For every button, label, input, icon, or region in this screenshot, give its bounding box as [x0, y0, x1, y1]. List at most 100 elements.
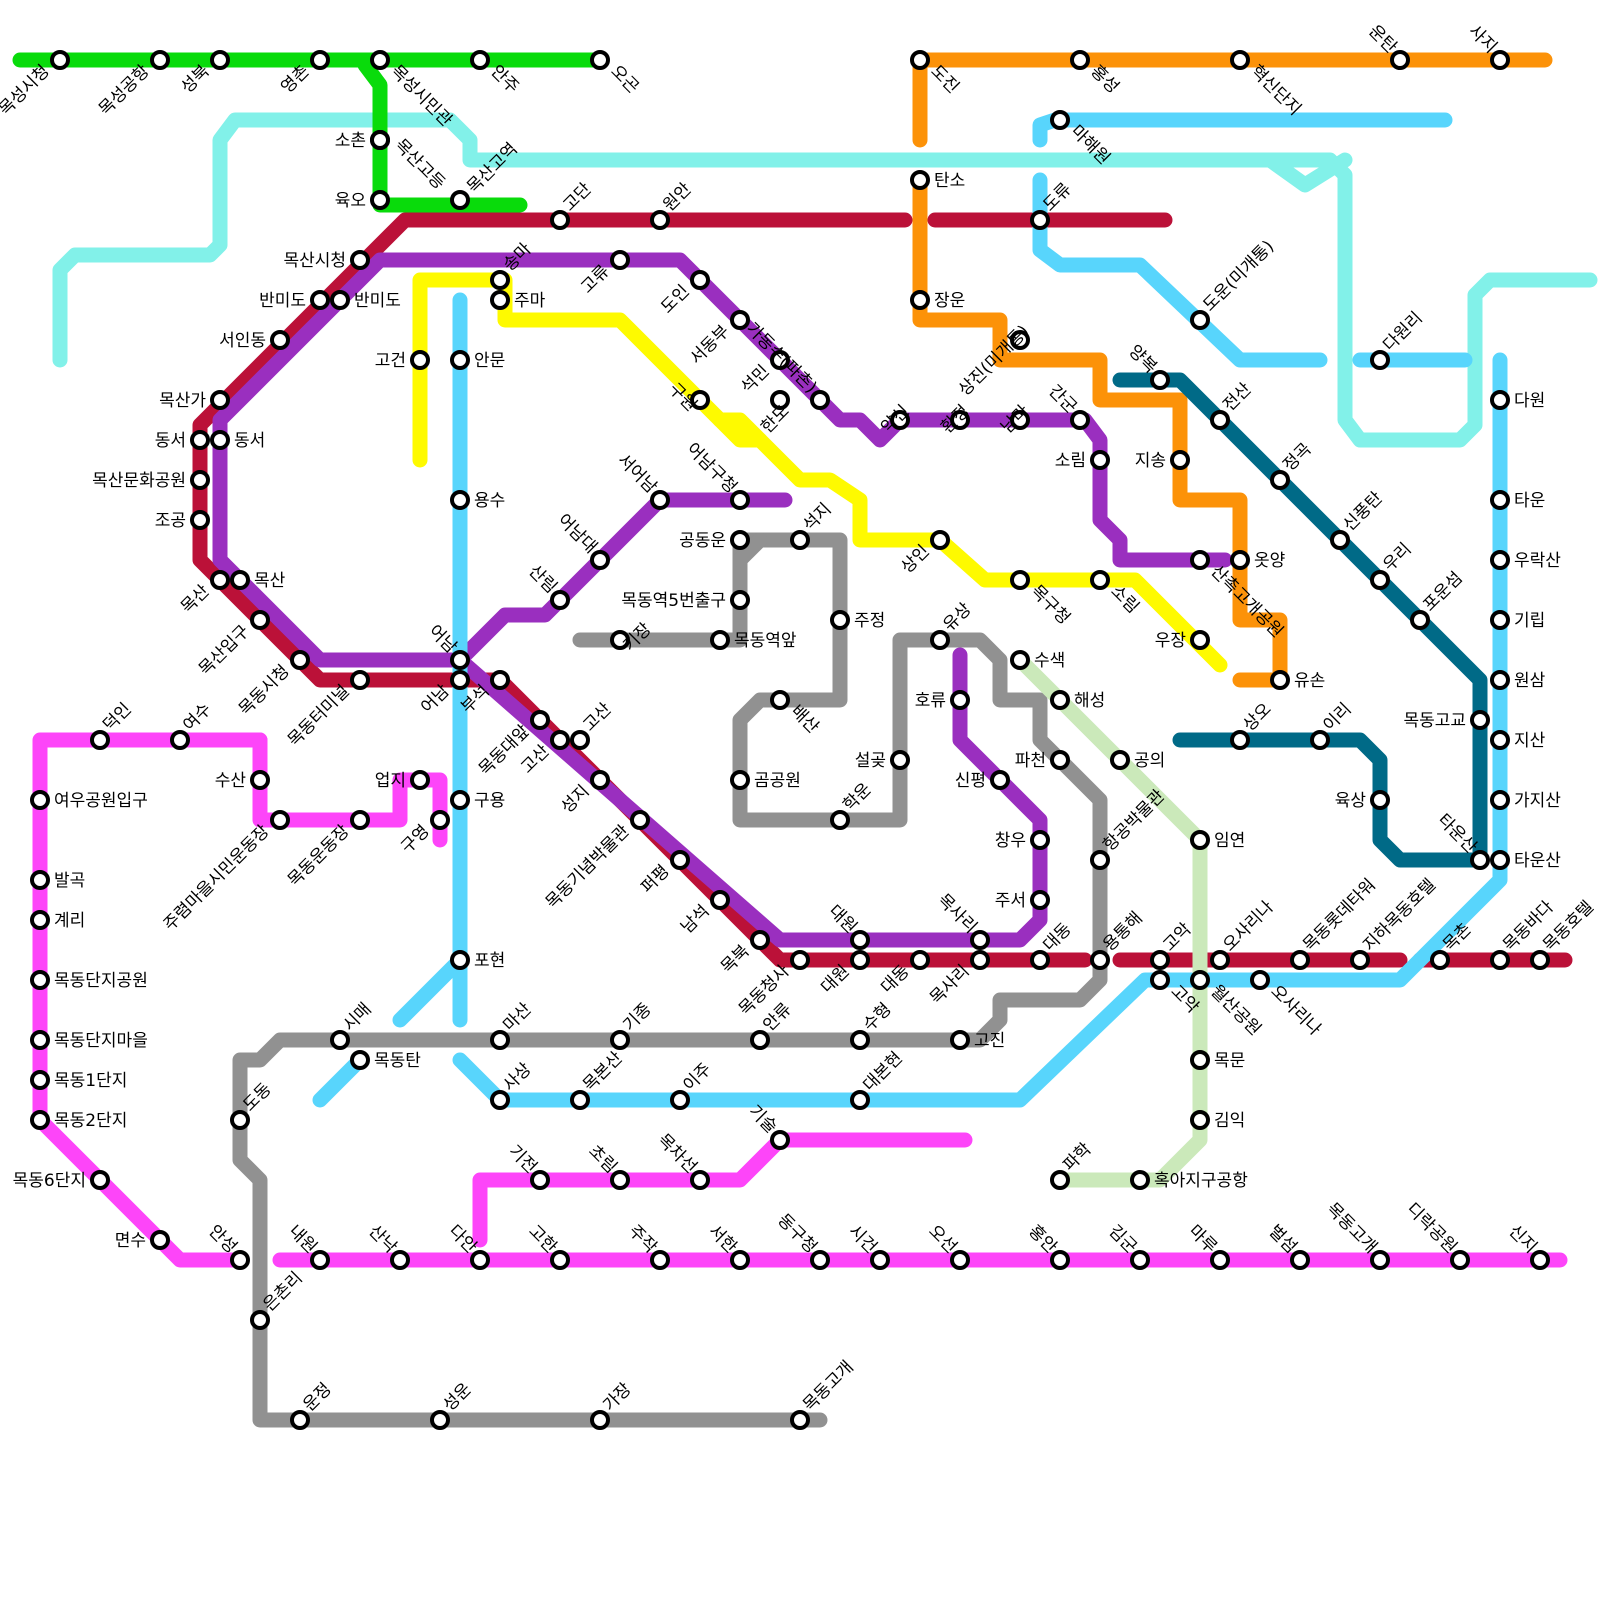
station-marker-a1[interactable]: [52, 52, 68, 68]
station-marker-c10[interactable]: [192, 472, 208, 488]
station-marker-r11[interactable]: [1132, 1252, 1148, 1268]
station-marker-f7[interactable]: [772, 692, 788, 708]
station-marker-g7[interactable]: [912, 292, 928, 308]
station-marker-i8[interactable]: [1312, 732, 1328, 748]
station-marker-q1[interactable]: [772, 1132, 788, 1148]
station-marker-i5[interactable]: [1372, 572, 1388, 588]
station-marker-m10[interactable]: [32, 912, 48, 928]
station-marker-r10[interactable]: [1052, 1252, 1068, 1268]
station-marker-f8[interactable]: [732, 772, 748, 788]
station-marker-c3[interactable]: [352, 252, 368, 268]
station-marker-k25[interactable]: [1532, 952, 1548, 968]
station-marker-r1[interactable]: [312, 1252, 328, 1268]
station-marker-c8[interactable]: [192, 432, 208, 448]
station-marker-m13[interactable]: [32, 1072, 48, 1088]
station-marker-d3[interactable]: [352, 672, 368, 688]
station-marker-m7[interactable]: [412, 772, 428, 788]
station-marker-r12[interactable]: [1212, 1252, 1228, 1268]
station-marker-m4[interactable]: [252, 772, 268, 788]
station-marker-k12[interactable]: [912, 952, 928, 968]
station-marker-d5[interactable]: [452, 672, 468, 688]
station-marker-h9[interactable]: [1492, 672, 1508, 688]
station-marker-i2[interactable]: [1212, 412, 1228, 428]
station-marker-d1[interactable]: [252, 612, 268, 628]
station-marker-k23[interactable]: [1432, 952, 1448, 968]
station-marker-k18[interactable]: [1152, 972, 1168, 988]
station-marker-p3[interactable]: [672, 1092, 688, 1108]
station-marker-k10[interactable]: [852, 932, 868, 948]
station-marker-h1[interactable]: [1052, 112, 1068, 128]
station-marker-p1[interactable]: [492, 1092, 508, 1108]
station-marker-m14[interactable]: [32, 1112, 48, 1128]
station-marker-r13[interactable]: [1292, 1252, 1308, 1268]
station-marker-m1[interactable]: [92, 732, 108, 748]
station-marker-c5[interactable]: [332, 292, 348, 308]
station-marker-f14[interactable]: [1052, 752, 1068, 768]
station-marker-e11[interactable]: [732, 492, 748, 508]
station-marker-h4[interactable]: [1372, 352, 1388, 368]
station-marker-e12[interactable]: [652, 492, 668, 508]
station-marker-l2[interactable]: [1192, 1052, 1208, 1068]
station-marker-c4[interactable]: [312, 292, 328, 308]
station-marker-i10[interactable]: [1372, 792, 1388, 808]
station-marker-g2[interactable]: [1072, 52, 1088, 68]
station-marker-e7[interactable]: [692, 272, 708, 288]
station-marker-e3[interactable]: [412, 352, 428, 368]
station-marker-g1[interactable]: [912, 52, 928, 68]
station-marker-f16[interactable]: [1032, 892, 1048, 908]
station-marker-k20[interactable]: [1252, 972, 1268, 988]
station-marker-r16[interactable]: [1532, 1252, 1548, 1268]
station-marker-f11[interactable]: [932, 632, 948, 648]
station-marker-m16[interactable]: [152, 1232, 168, 1248]
station-marker-k3[interactable]: [552, 732, 568, 748]
station-marker-n2[interactable]: [452, 952, 468, 968]
station-marker-e23[interactable]: [1012, 572, 1028, 588]
station-marker-k17[interactable]: [1152, 952, 1168, 968]
station-marker-k19[interactable]: [1212, 952, 1228, 968]
station-marker-f10[interactable]: [892, 752, 908, 768]
station-marker-d4[interactable]: [452, 652, 468, 668]
station-marker-k11[interactable]: [852, 952, 868, 968]
station-marker-b3[interactable]: [372, 192, 388, 208]
station-marker-d2[interactable]: [292, 652, 308, 668]
station-marker-i6[interactable]: [1412, 612, 1428, 628]
station-marker-e14[interactable]: [552, 592, 568, 608]
station-marker-k21[interactable]: [1292, 952, 1308, 968]
station-marker-c1[interactable]: [552, 212, 568, 228]
station-marker-k24[interactable]: [1492, 952, 1508, 968]
station-marker-o12[interactable]: [592, 1412, 608, 1428]
station-marker-r2[interactable]: [392, 1252, 408, 1268]
station-marker-p2[interactable]: [572, 1092, 588, 1108]
station-marker-a7[interactable]: [592, 52, 608, 68]
station-marker-o9[interactable]: [252, 1312, 268, 1328]
station-marker-p4[interactable]: [852, 1092, 868, 1108]
station-marker-o1[interactable]: [332, 1032, 348, 1048]
station-marker-e24[interactable]: [1092, 572, 1108, 588]
station-marker-c6[interactable]: [272, 332, 288, 348]
station-marker-a4[interactable]: [312, 52, 328, 68]
station-marker-l4[interactable]: [1052, 1172, 1068, 1188]
station-marker-q4[interactable]: [692, 1172, 708, 1188]
station-marker-e13[interactable]: [592, 552, 608, 568]
station-marker-h6[interactable]: [1492, 492, 1508, 508]
station-marker-m11[interactable]: [32, 972, 48, 988]
station-marker-f3[interactable]: [732, 592, 748, 608]
station-marker-k16[interactable]: [1092, 952, 1108, 968]
station-marker-e15[interactable]: [812, 392, 828, 408]
station-marker-j2[interactable]: [1052, 692, 1068, 708]
station-marker-l3[interactable]: [1192, 1112, 1208, 1128]
station-marker-c13[interactable]: [232, 572, 248, 588]
station-marker-r3[interactable]: [472, 1252, 488, 1268]
station-marker-k13[interactable]: [972, 932, 988, 948]
station-marker-l1[interactable]: [1192, 972, 1208, 988]
station-marker-f2[interactable]: [792, 532, 808, 548]
station-marker-j1[interactable]: [1012, 652, 1028, 668]
station-marker-o10[interactable]: [292, 1412, 308, 1428]
station-marker-b2[interactable]: [372, 132, 388, 148]
station-marker-h8[interactable]: [1492, 612, 1508, 628]
station-marker-j4[interactable]: [1092, 852, 1108, 868]
station-marker-r5[interactable]: [652, 1252, 668, 1268]
station-marker-m6[interactable]: [352, 812, 368, 828]
station-marker-k22[interactable]: [1352, 952, 1368, 968]
station-marker-r8[interactable]: [872, 1252, 888, 1268]
